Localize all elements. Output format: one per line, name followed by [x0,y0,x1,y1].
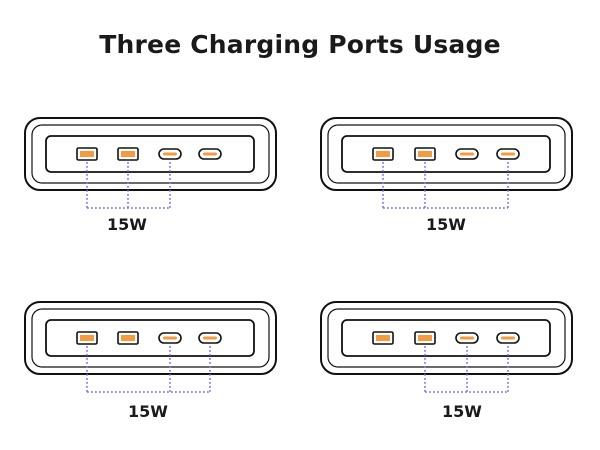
power-bank-inner-edge [327,124,566,184]
usb-a-port-tongue [80,151,94,157]
usb-c-port-tongue [460,152,474,156]
port-panel [45,319,255,357]
usb-c-port-tongue [501,336,515,340]
port-panel [45,135,255,173]
usb-a-port-tongue [80,335,94,341]
usb-c-port-tongue [203,336,217,340]
usb-a-port-tongue [121,151,135,157]
power-label-1: 15W [107,215,147,234]
power-label-4: 15W [442,402,482,421]
usb-c-port-tongue [460,336,474,340]
usb-c-port-tongue [203,152,217,156]
power-bank-inner-edge [31,308,270,368]
port-panel [341,319,551,357]
usb-c-port-tongue [163,152,177,156]
power-label-2: 15W [426,215,466,234]
usb-c-port-tongue [163,336,177,340]
usb-a-port-tongue [376,335,390,341]
power-bank-inner-edge [327,308,566,368]
port-panel [341,135,551,173]
usb-a-port-tongue [121,335,135,341]
usb-a-port-tongue [418,335,432,341]
usb-a-port-tongue [376,151,390,157]
usb-c-port-tongue [501,152,515,156]
usb-a-port-tongue [418,151,432,157]
power-bank-inner-edge [31,124,270,184]
power-label-3: 15W [128,402,168,421]
page-title: Three Charging Ports Usage [99,30,501,59]
